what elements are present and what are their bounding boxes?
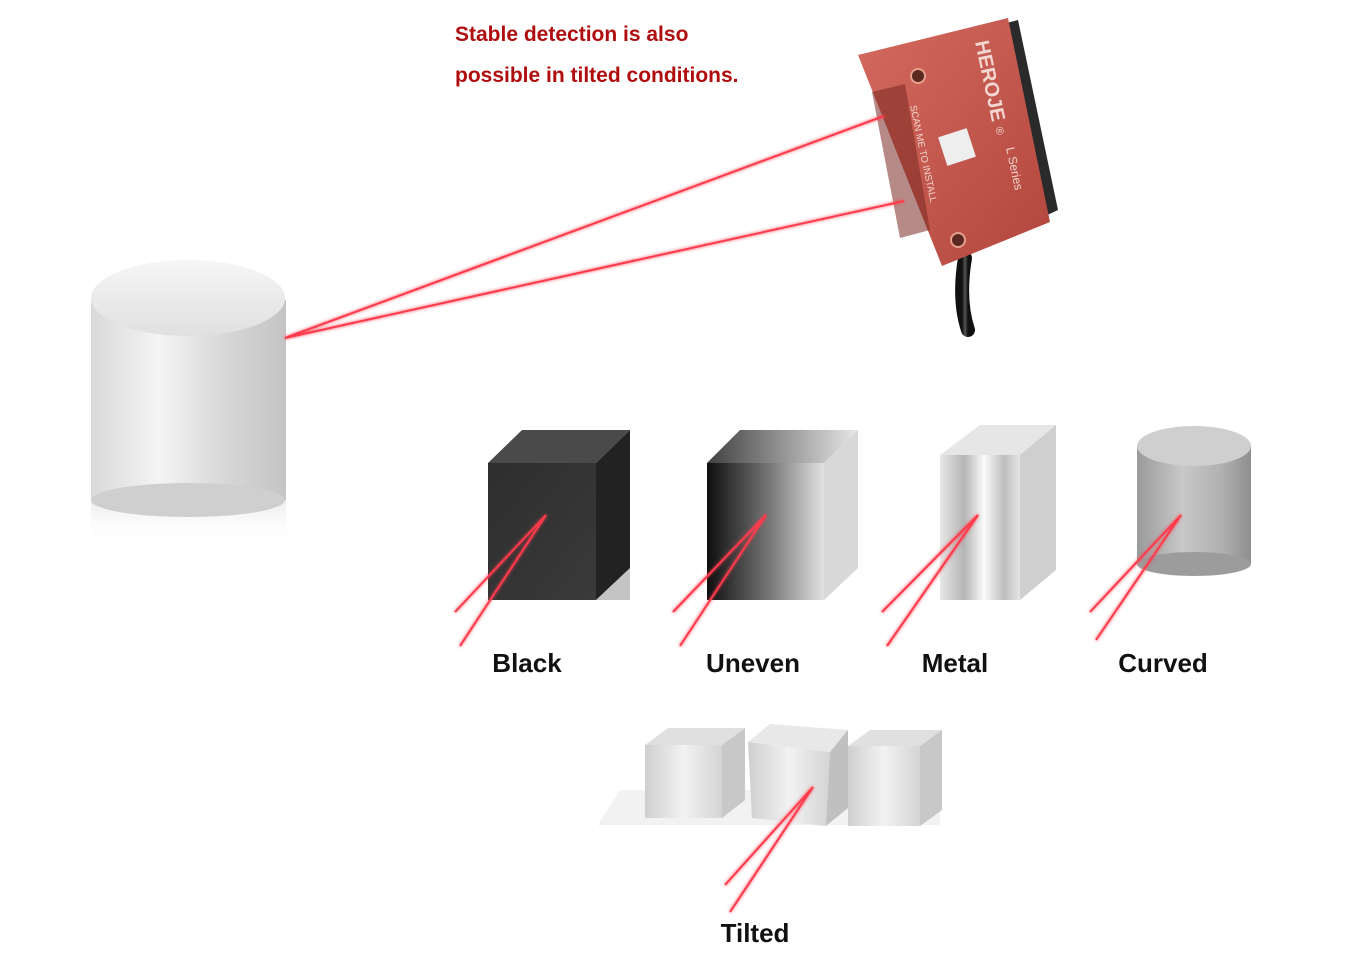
main-cylinder-target bbox=[91, 260, 286, 545]
label-uneven: Uneven bbox=[706, 648, 800, 678]
mounting-screw-top bbox=[910, 68, 926, 84]
mounting-screw-bottom bbox=[950, 232, 966, 248]
label-curved: Curved bbox=[1118, 648, 1208, 678]
headline-line-1: Stable detection is also bbox=[455, 23, 689, 46]
tilted-cubes-target bbox=[598, 724, 942, 913]
curved-cylinder-target bbox=[1089, 426, 1251, 641]
laser-sensor: HEROJE ® L Series SCAN ME TO INSTALL bbox=[858, 18, 1058, 337]
sensor-lens-window bbox=[872, 84, 930, 238]
laser-beams-main bbox=[284, 115, 905, 339]
qr-code-icon bbox=[938, 128, 976, 166]
black-cube-target bbox=[454, 430, 630, 647]
sensor-cable bbox=[955, 251, 975, 337]
label-metal: Metal bbox=[921, 648, 989, 678]
uneven-cube-target bbox=[672, 430, 858, 647]
registered-mark: ® bbox=[992, 126, 1005, 136]
headline: Stable detection is also possible in til… bbox=[455, 14, 875, 96]
metal-block-target bbox=[881, 425, 1056, 647]
headline-line-2: possible in tilted conditions. bbox=[455, 64, 739, 87]
label-tilted: Tilted bbox=[720, 918, 790, 948]
label-black: Black bbox=[492, 648, 562, 678]
